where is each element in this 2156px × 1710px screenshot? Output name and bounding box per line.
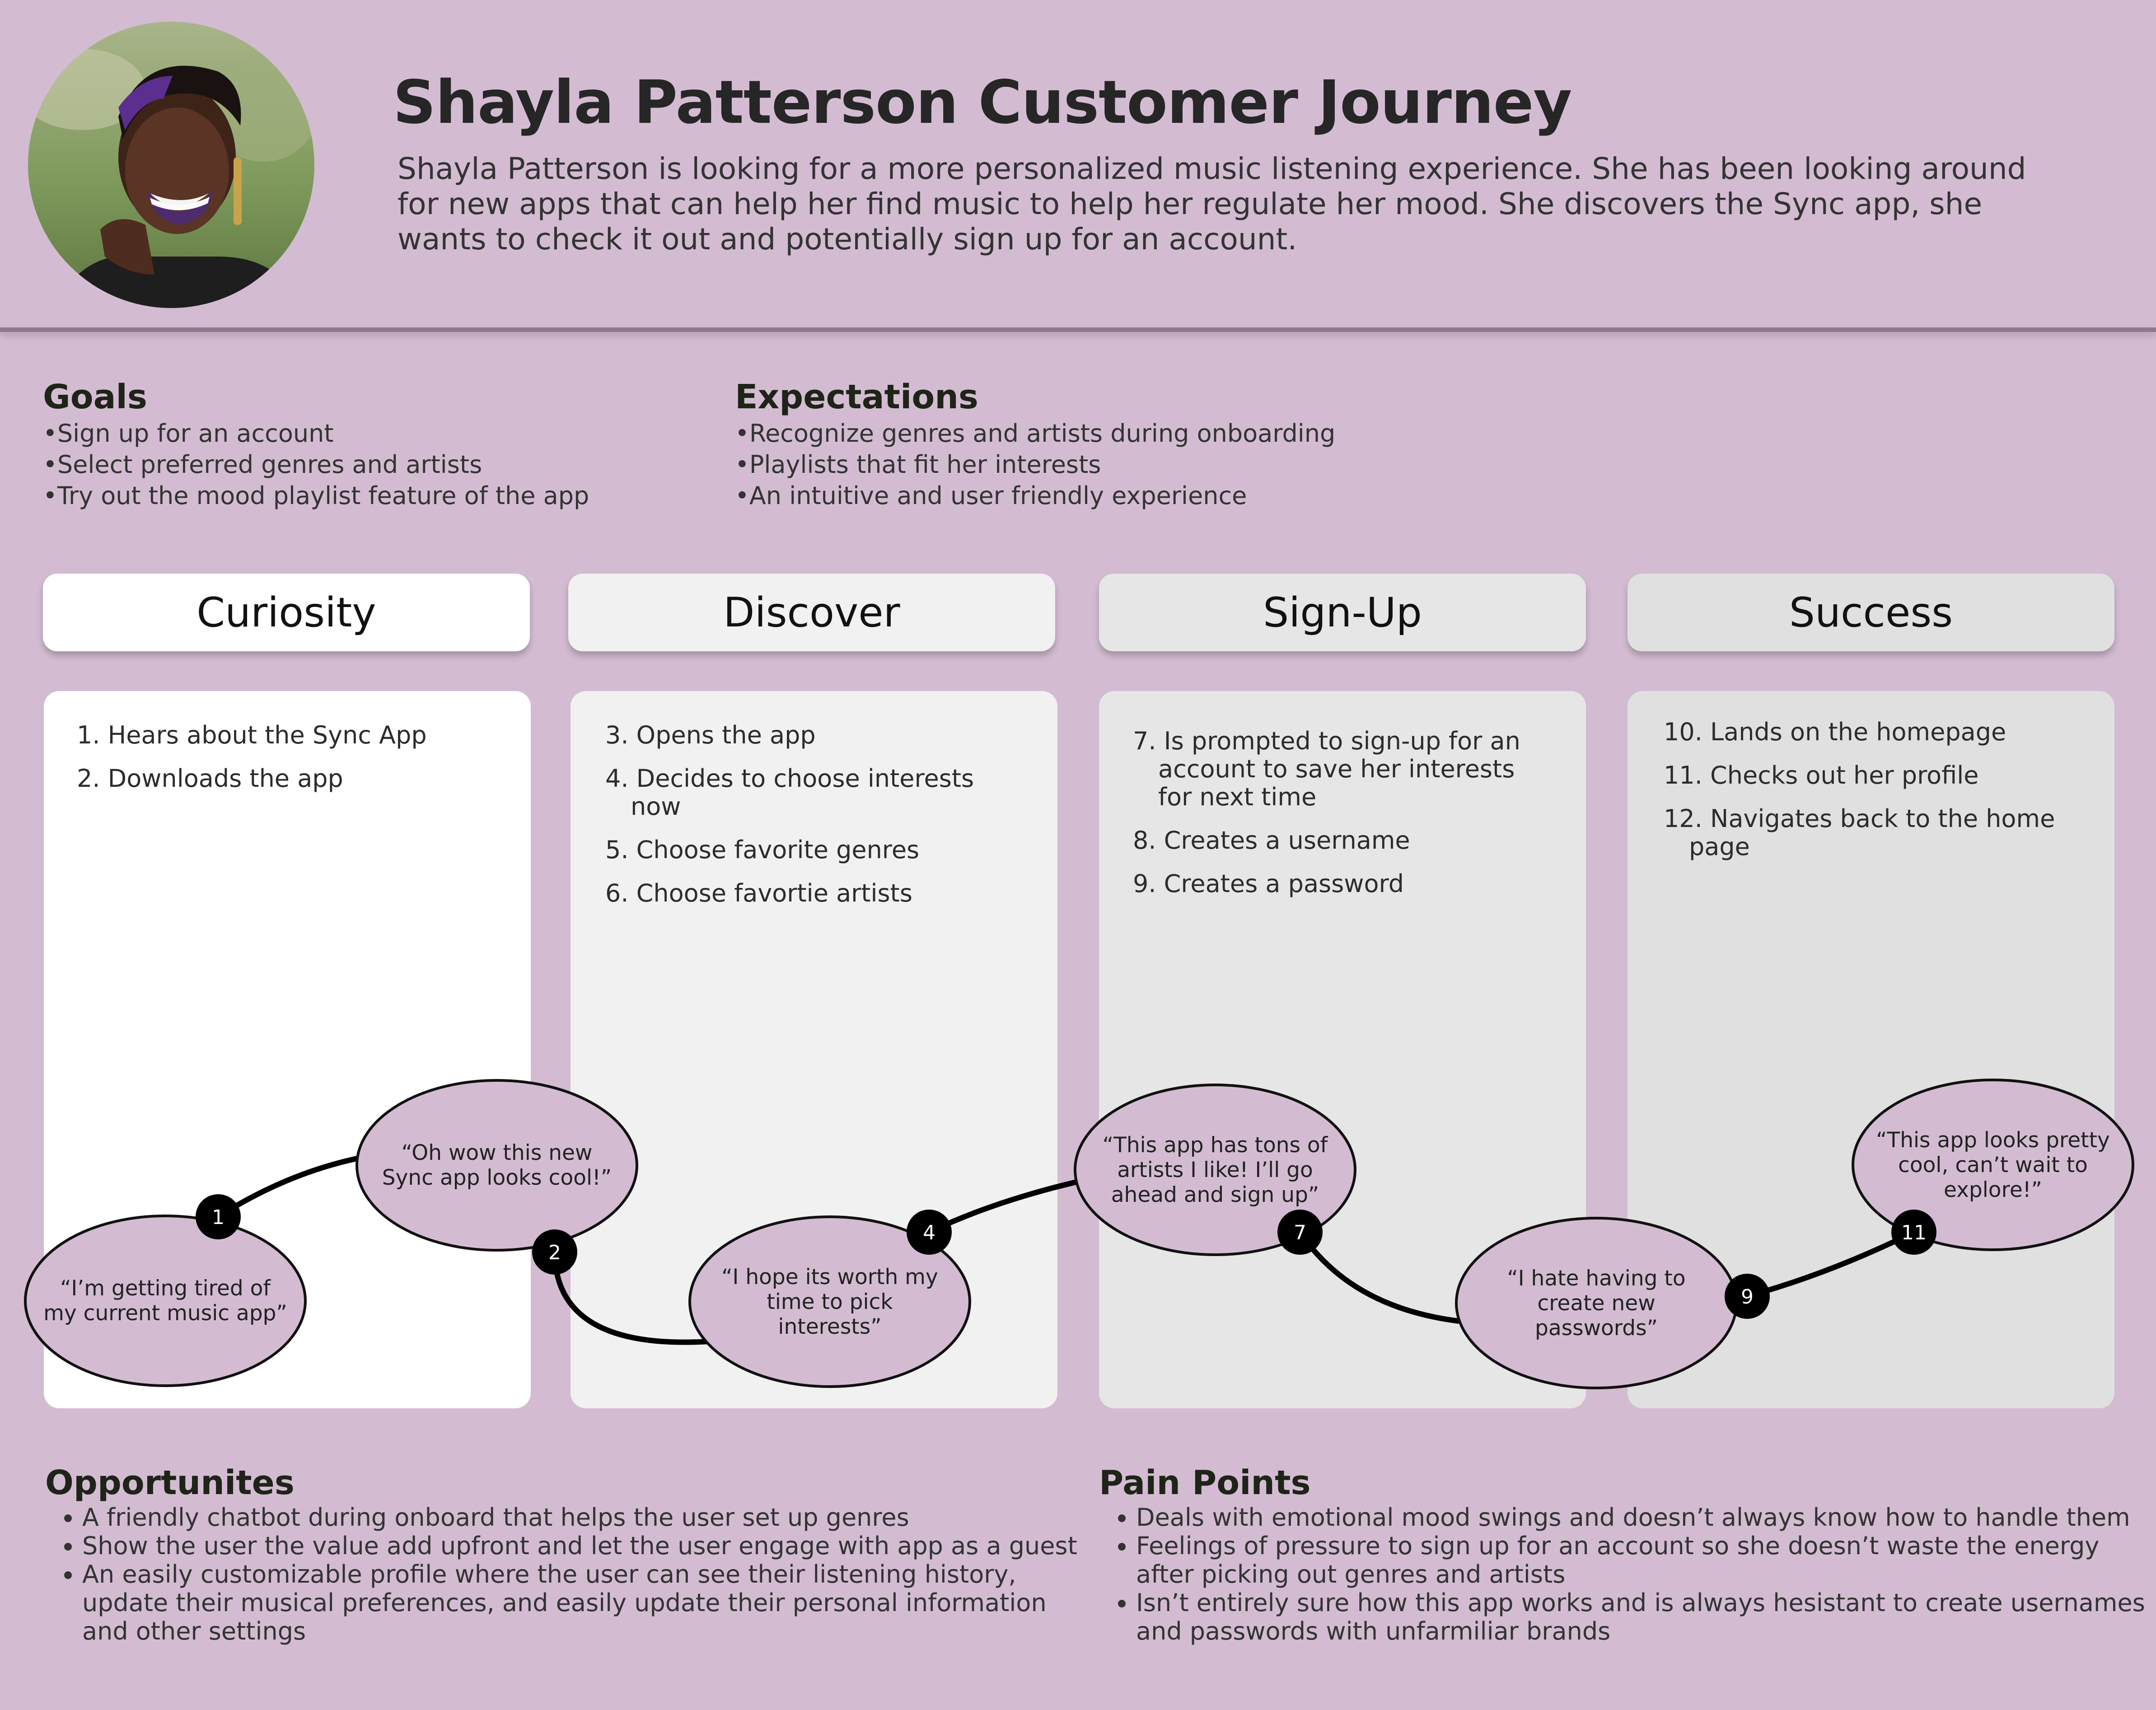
marker-label: 7 — [1294, 1221, 1306, 1244]
expectation-item: An intuitive and user friendly experienc… — [735, 480, 1335, 511]
stage-header-success: Success — [1628, 574, 2114, 651]
quote-text: “I hate having to create new passwords” — [1507, 1266, 1686, 1341]
quote-text: “This app has tons of artists I like! I’… — [1102, 1132, 1328, 1207]
goals-list: Sign up for an account Select preferred … — [43, 418, 589, 511]
stage-header-sign-up: Sign-Up — [1099, 574, 1586, 651]
step-marker — [532, 1229, 577, 1275]
expectation-item: Playlists that fit her interests — [735, 449, 1335, 480]
header-divider — [0, 327, 2156, 332]
goal-item: Select preferred genres and artists — [43, 449, 589, 480]
step-item: 6. Choose favortie artists — [605, 879, 912, 907]
pain-points-title: Pain Points — [1099, 1463, 1311, 1502]
stage-header-discover: Discover — [568, 574, 1055, 651]
step-item: 10. Lands on the homepage — [1664, 718, 2006, 746]
opportunity-item: A friendly chatbot during onboard that h… — [82, 1503, 1094, 1532]
quote-text: “I hope its worth my time to pick intere… — [721, 1264, 938, 1339]
step-item: 4. Decides to choose interests now — [605, 764, 974, 821]
curiosity-steps: 1. Hears about the Sync App 2. Downloads… — [77, 721, 483, 808]
step-item: 12. Navigates back to the home page — [1664, 804, 2055, 861]
opportunity-item: An easily customizable profile where the… — [82, 1560, 1094, 1645]
quote-bubble — [355, 1079, 638, 1252]
avatar — [28, 22, 314, 308]
step-item: 1. Hears about the Sync App — [77, 721, 427, 749]
goal-item: Try out the mood playlist feature of the… — [43, 480, 589, 511]
quote-bubble — [688, 1215, 971, 1388]
pain-point-item: Feelings of pressure to sign up for an a… — [1136, 1532, 2156, 1589]
expectation-item: Recognize genres and artists during onbo… — [735, 418, 1335, 449]
connector-7-8 — [1298, 1230, 1459, 1324]
connector-2-3 — [552, 1252, 710, 1345]
quote-text: “I’m getting tired of my current music a… — [43, 1276, 287, 1326]
goal-item: Sign up for an account — [43, 418, 589, 449]
quote-bubble — [1852, 1079, 2134, 1251]
expectations-list: Recognize genres and artists during onbo… — [735, 418, 1335, 511]
step-marker — [1725, 1274, 1770, 1319]
marker-label: 4 — [923, 1221, 935, 1244]
quote-text: “Oh wow this new Sync app looks cool!” — [382, 1140, 612, 1190]
sign-up-steps: 7. Is prompted to sign-up for an account… — [1133, 727, 1553, 913]
page-title: Shayla Patterson Customer Journey — [393, 68, 1572, 137]
step-item: 5. Choose favorite genres — [605, 836, 920, 864]
goals-title: Goals — [43, 378, 147, 416]
step-marker — [196, 1194, 241, 1239]
expectations-title: Expectations — [735, 378, 978, 416]
header: Shayla Patterson Customer Journey Shayla… — [0, 0, 2156, 329]
step-marker — [1891, 1210, 1936, 1255]
pain-point-item: Deals with emotional mood swings and doe… — [1136, 1503, 2156, 1532]
marker-label: 2 — [548, 1241, 561, 1264]
step-marker — [1277, 1210, 1323, 1255]
step-item: 7. Is prompted to sign-up for an account… — [1133, 727, 1520, 811]
persona-photo — [28, 22, 314, 308]
step-item: 2. Downloads the app — [77, 764, 343, 793]
marker-label: 9 — [1741, 1285, 1754, 1308]
step-item: 9. Creates a password — [1133, 869, 1404, 898]
step-item: 8. Creates a username — [1133, 826, 1410, 855]
discover-steps: 3. Opens the app 4. Decides to choose in… — [605, 721, 1030, 923]
quote-bubble — [1074, 1084, 1356, 1256]
quote-text: “This app looks pretty cool, can’t wait … — [1876, 1127, 2110, 1202]
step-item: 11. Checks out her profile — [1664, 761, 1979, 790]
stage-header-curiosity: Curiosity — [43, 574, 530, 651]
opportunity-item: Show the user the value add upfront and … — [82, 1532, 1094, 1560]
connector-4-5 — [928, 1179, 1077, 1235]
quote-bubble — [24, 1215, 307, 1387]
pain-points-list: Deals with emotional mood swings and doe… — [1099, 1503, 2156, 1645]
marker-label: 1 — [212, 1206, 224, 1229]
opportunities-list: A friendly chatbot during onboard that h… — [45, 1503, 1094, 1645]
pain-point-item: Isn’t entirely sure how this app works a… — [1136, 1589, 2156, 1645]
step-marker — [907, 1210, 952, 1255]
marker-label: 11 — [1901, 1221, 1927, 1244]
page-description: Shayla Patterson is looking for a more p… — [398, 151, 2026, 257]
success-steps: 10. Lands on the homepage 11. Checks out… — [1664, 718, 2115, 876]
opportunities-title: Opportunites — [45, 1463, 295, 1502]
step-item: 3. Opens the app — [605, 721, 816, 749]
connector-9-10 — [1746, 1229, 1915, 1299]
